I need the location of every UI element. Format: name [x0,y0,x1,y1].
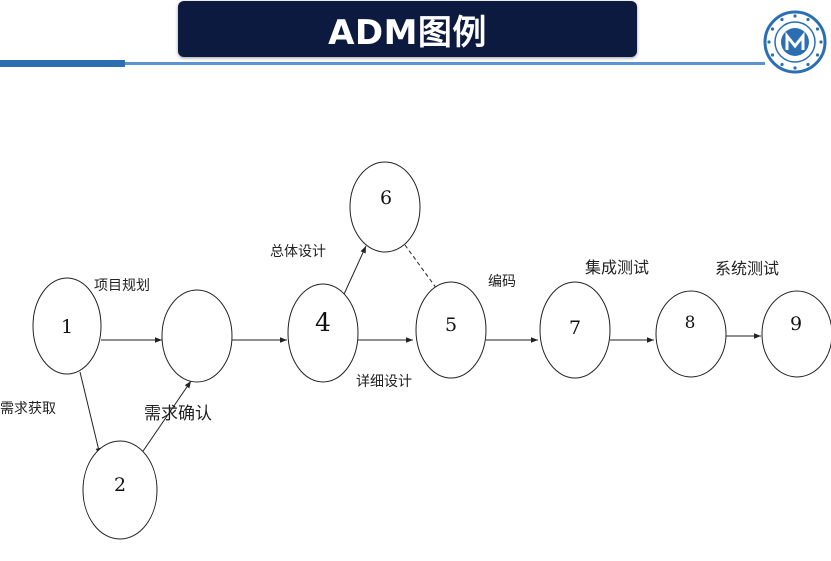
page-title: ADM图例 [328,12,487,53]
node-6 [349,161,421,253]
node-7 [539,281,611,379]
edge-1-2 [79,371,102,456]
node-7-number: 7 [569,317,581,339]
label-system-testing: 系统测试 [715,259,779,278]
node-8 [655,290,727,378]
edge-2-3 [138,380,192,458]
node-9 [761,290,831,378]
node-1 [32,277,102,375]
node-1-number: 1 [61,316,73,338]
label-detailed-design: 详细设计 [356,374,412,390]
header-rule [125,62,765,65]
label-integration-testing: 集成测试 [585,258,649,277]
label-coding: 编码 [488,274,516,290]
node-3 [161,289,233,383]
node-2 [82,440,158,540]
node-4-number: 4 [315,308,331,337]
node-9-number: 9 [790,313,802,335]
node-8-number: 8 [685,313,696,333]
node-2-number: 2 [114,474,126,496]
label-overall-design: 总体设计 [270,244,326,260]
label-project-planning: 项目规划 [94,278,150,294]
node-6-number: 6 [380,187,392,209]
node-4 [287,283,359,383]
label-requirement-gathering: 需求获取 [0,401,56,417]
header-rule-accent [0,60,125,67]
node-5 [415,281,487,379]
university-seal-icon [763,10,827,74]
title-bar: ADM图例 [178,1,637,57]
label-requirement-confirmation: 需求确认 [144,404,212,424]
node-5-number: 5 [445,314,457,336]
